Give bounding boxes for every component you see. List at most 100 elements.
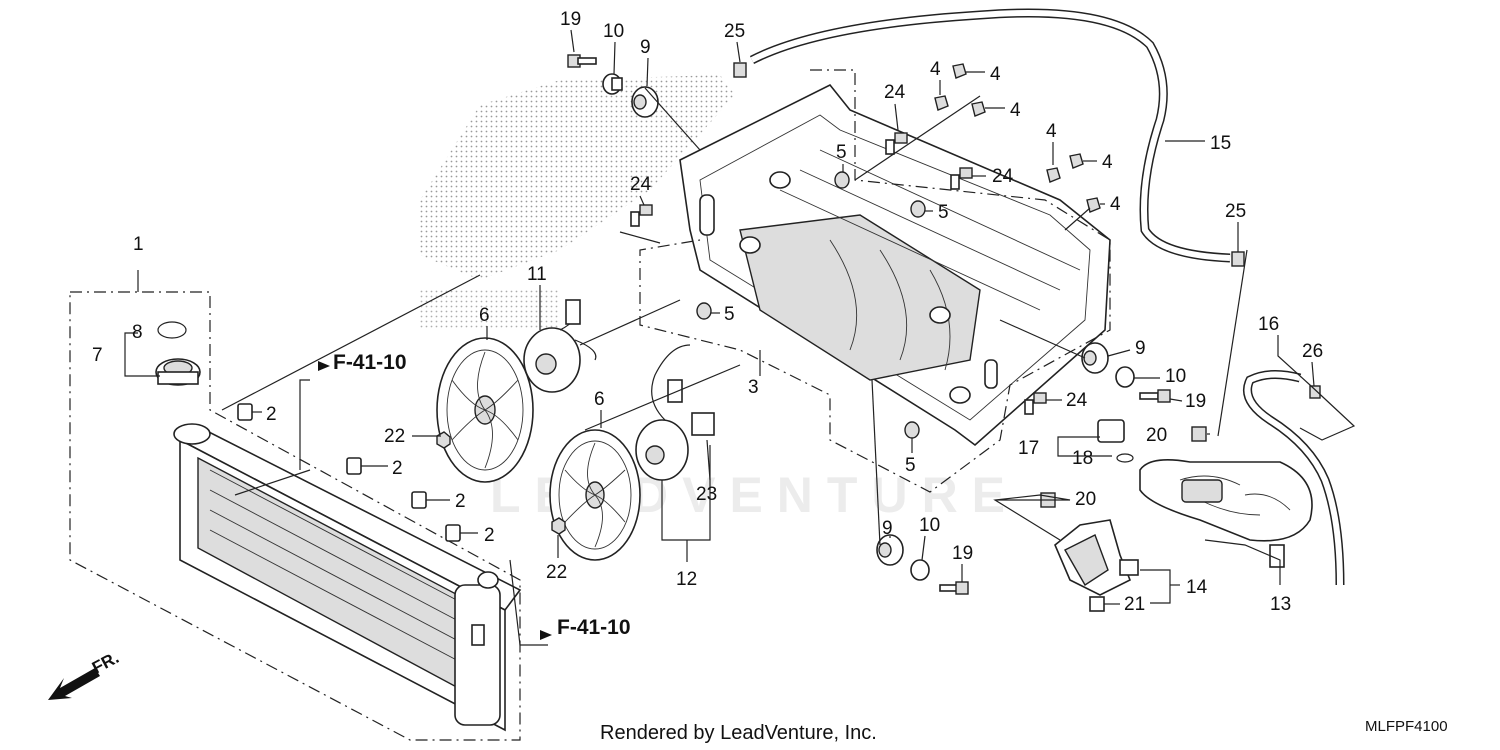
bolt-4c (971, 101, 986, 117)
reference-bottom: F-41-10 (557, 616, 631, 639)
collar-10b (1115, 366, 1135, 388)
c17-bracket (1057, 436, 1112, 457)
callout-5b: 5 (938, 202, 949, 223)
callout-13: 13 (1270, 594, 1291, 615)
callout-19b: 19 (1185, 391, 1206, 412)
callout-19a: 19 (560, 9, 581, 30)
ref-bottom-leader (509, 559, 548, 646)
radiator-cap (155, 358, 201, 386)
fan-shroud (679, 83, 1111, 447)
bolt-24a (885, 132, 908, 155)
band-26 (1309, 385, 1321, 399)
callout-15: 15 (1210, 133, 1231, 154)
callout-2b: 2 (392, 458, 403, 479)
callout-stubs (412, 29, 1315, 605)
callout-19c: 19 (952, 543, 973, 564)
callout-24c: 24 (630, 174, 652, 195)
callout-10c: 10 (919, 515, 940, 536)
bolt-19b (1139, 389, 1171, 403)
callout-17: 17 (1018, 438, 1039, 459)
callout-2d: 2 (484, 525, 495, 546)
callout-4e: 4 (1102, 152, 1113, 173)
callout-8: 8 (132, 322, 143, 343)
callout-4a: 4 (930, 59, 941, 80)
bolt-19a (567, 54, 597, 68)
bolt-4a (952, 63, 967, 79)
collar-10a (602, 73, 623, 95)
band-25a (733, 62, 747, 78)
callout-25a: 25 (724, 21, 745, 42)
nut-22b (551, 517, 566, 535)
clip-2a (237, 403, 253, 421)
diagram-code: MLFPF4100 (1365, 718, 1448, 735)
callout-24b: 24 (992, 166, 1014, 187)
callout-6a: 6 (479, 305, 490, 326)
clip-17 (1097, 419, 1125, 443)
callout-10a: 10 (603, 21, 624, 42)
bolt-24c (630, 204, 653, 227)
clip-2b (346, 457, 362, 475)
callout-12: 12 (676, 569, 697, 590)
c20-leaders (993, 494, 1071, 541)
c7-bracket (124, 332, 160, 377)
callout-10b: 10 (1165, 366, 1186, 387)
nut-5b (910, 200, 926, 218)
callout-5d: 5 (905, 455, 916, 476)
hose-16-bracket (1277, 335, 1356, 441)
callout-25b: 25 (1225, 201, 1246, 222)
callout-2c: 2 (455, 491, 466, 512)
callout-9c: 9 (882, 518, 893, 539)
o-ring (157, 321, 187, 339)
shroud-shading (420, 75, 735, 280)
callout-1: 1 (133, 234, 144, 255)
bolt-24b (950, 167, 973, 190)
bolt-24d (1024, 392, 1047, 415)
clip-21 (1089, 596, 1105, 612)
grommet-9a (631, 86, 659, 118)
front-arrow-icon (48, 668, 100, 700)
bolt-19c (939, 581, 969, 595)
callout-26: 26 (1302, 341, 1323, 362)
callout-9a: 9 (640, 37, 651, 58)
fan-motor-lower (635, 344, 715, 481)
callout-4b: 4 (990, 64, 1001, 85)
c12-bracket (661, 445, 711, 541)
bolt-4e (1069, 153, 1084, 169)
shroud-group-outline (639, 69, 1111, 493)
bolt-20a (1191, 426, 1207, 442)
callout-3: 3 (748, 377, 759, 398)
callout-14: 14 (1186, 577, 1208, 598)
grommet-9c (876, 534, 904, 566)
ref-top-arrow (318, 361, 330, 371)
callout-24d: 24 (1066, 390, 1088, 411)
callout-18: 18 (1072, 448, 1093, 469)
callout-20a: 20 (1146, 425, 1167, 446)
callout-6b: 6 (594, 389, 605, 410)
callout-9b: 9 (1135, 338, 1146, 359)
callout-24a: 24 (884, 82, 906, 103)
fan-motor-upper (523, 299, 597, 393)
shroud-shading-lower (420, 290, 560, 330)
callout-2a: 2 (266, 404, 277, 425)
reservoir-tank (1139, 459, 1313, 568)
callout-22a: 22 (384, 426, 405, 447)
radiator-group-outline (69, 291, 521, 741)
fan-upper (436, 337, 534, 483)
callout-20b: 20 (1075, 489, 1096, 510)
grommet-9b (1081, 342, 1109, 374)
bolt-4d (1046, 167, 1061, 183)
callout-5c: 5 (724, 304, 735, 325)
bolt-4b (934, 95, 949, 111)
callout-4f: 4 (1110, 194, 1121, 215)
callout-23: 23 (696, 484, 717, 505)
washer-18 (1116, 453, 1134, 463)
rendered-by-credit: Rendered by LeadVenture, Inc. (600, 722, 877, 744)
c13-bracket (1204, 539, 1281, 585)
nut-5c (696, 302, 712, 320)
bolt-4f (1086, 197, 1101, 213)
callout-22b: 22 (546, 562, 567, 583)
reference-top: F-41-10 (333, 351, 407, 374)
radiator (173, 423, 522, 732)
callout-7: 7 (92, 345, 103, 366)
ref-top-leader (299, 379, 310, 470)
